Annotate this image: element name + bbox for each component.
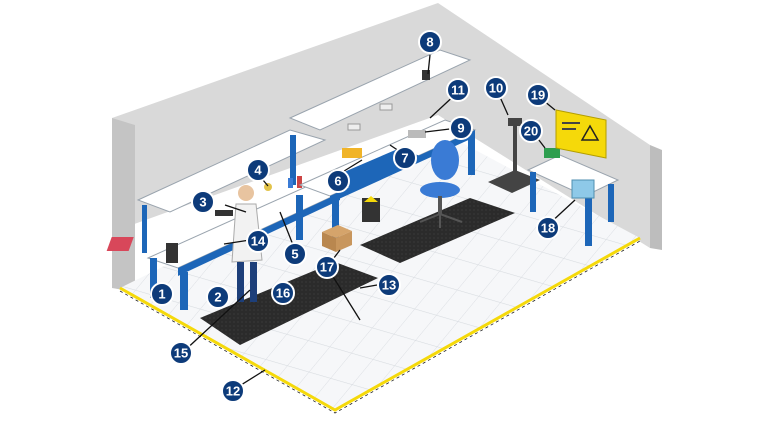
callout-19[interactable]: 19 (526, 83, 550, 107)
callout-16[interactable]: 16 (271, 281, 295, 305)
callout-20[interactable]: 20 (519, 119, 543, 143)
svg-text:14: 14 (251, 234, 266, 249)
svg-text:3: 3 (199, 195, 206, 210)
svg-text:20: 20 (524, 124, 538, 139)
svg-text:8: 8 (426, 35, 433, 50)
svg-text:5: 5 (291, 247, 298, 262)
callout-11[interactable]: 11 (446, 78, 470, 102)
svg-text:10: 10 (489, 81, 503, 96)
waste-bin (362, 198, 380, 222)
scale-icon (488, 118, 540, 193)
computer-monitor (166, 243, 178, 263)
svg-text:1: 1 (158, 287, 165, 302)
back-wall (112, 3, 650, 248)
floor-safety-tape (119, 236, 641, 412)
callout-12[interactable]: 12 (221, 379, 245, 403)
left-wall (112, 118, 135, 292)
callout-13[interactable]: 13 (377, 273, 401, 297)
side-table (526, 148, 620, 246)
svg-text:19: 19 (531, 88, 545, 103)
callout-6[interactable]: 6 (326, 169, 350, 193)
callout-10[interactable]: 10 (484, 76, 508, 100)
svg-text:7: 7 (401, 151, 408, 166)
svg-text:4: 4 (254, 163, 262, 178)
callout-7[interactable]: 7 (393, 146, 417, 170)
svg-text:16: 16 (276, 286, 290, 301)
svg-text:11: 11 (451, 83, 465, 98)
callout-9[interactable]: 9 (449, 116, 473, 140)
svg-text:12: 12 (226, 384, 240, 399)
chair-icon (419, 140, 463, 228)
svg-text:18: 18 (541, 221, 555, 236)
svg-text:6: 6 (334, 174, 341, 189)
callout-2[interactable]: 2 (206, 285, 230, 309)
cardboard-box (322, 225, 352, 252)
callout-4[interactable]: 4 (246, 158, 270, 182)
callout-18[interactable]: 18 (536, 216, 560, 240)
svg-text:13: 13 (382, 278, 396, 293)
callout-8[interactable]: 8 (418, 30, 442, 54)
right-wall (650, 145, 662, 250)
esd-warning-sign-icon (555, 109, 607, 159)
svg-text:17: 17 (320, 260, 334, 275)
callout-1[interactable]: 1 (150, 282, 174, 306)
circuit-board (544, 148, 560, 158)
floor-mat-front (200, 262, 378, 345)
svg-text:9: 9 (457, 121, 464, 136)
callout-5[interactable]: 5 (283, 242, 307, 266)
callout-3[interactable]: 3 (191, 190, 215, 214)
callouts: 1 2 3 4 5 6 7 8 9 10 11 12 13 14 15 16 1… (150, 30, 560, 403)
svg-text:2: 2 (214, 290, 221, 305)
callout-17[interactable]: 17 (315, 255, 339, 279)
storage-box (571, 179, 595, 199)
magnifier-tray (106, 237, 134, 251)
floor-mat-rear (360, 198, 515, 263)
callout-14[interactable]: 14 (246, 229, 270, 253)
svg-text:15: 15 (174, 346, 188, 361)
callout-15[interactable]: 15 (169, 341, 193, 365)
